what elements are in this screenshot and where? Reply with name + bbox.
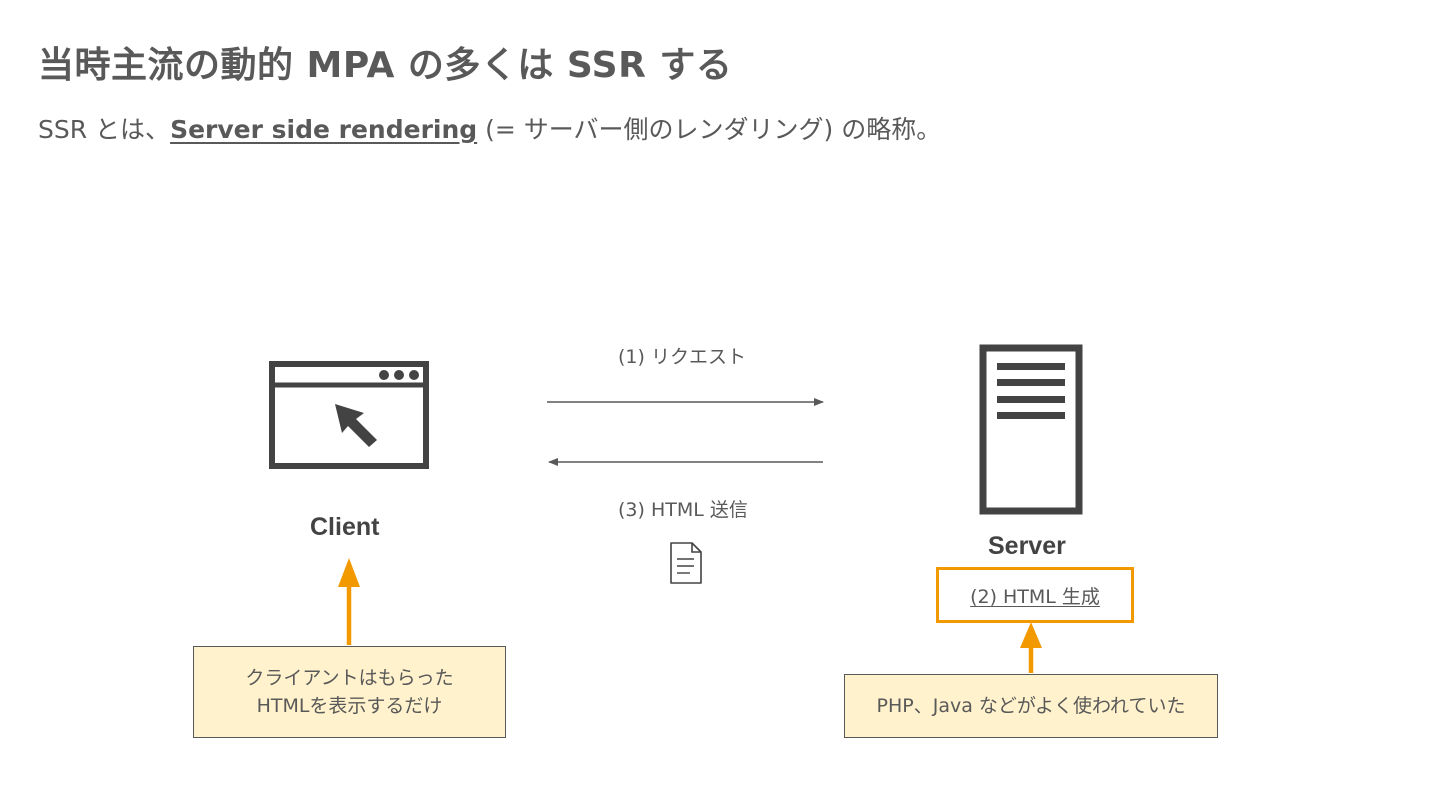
server-tower-icon	[979, 344, 1083, 515]
subtitle-suffix: (= サーバー側のレンダリング) の略称。	[477, 115, 942, 144]
server-note-text: PHP、Java などがよく使われていた	[876, 695, 1186, 717]
server-label: Server	[988, 532, 1066, 560]
document-icon	[670, 542, 702, 584]
html-generation-box: (2) HTML 生成	[936, 567, 1134, 623]
slide-title: 当時主流の動的 MPA の多くは SSR する	[38, 45, 733, 86]
html-generation-label: (2) HTML 生成	[970, 585, 1100, 608]
client-label: Client	[310, 513, 380, 541]
subtitle-prefix: SSR とは、	[38, 115, 171, 144]
server-note: PHP、Java などがよく使われていた	[844, 674, 1218, 738]
browser-window-icon	[269, 361, 429, 469]
client-note: クライアントはもらった HTMLを表示するだけ	[193, 646, 506, 738]
cursor-icon	[335, 404, 377, 447]
response-label: (3) HTML 送信	[618, 499, 748, 521]
client-note-line2: HTMLを表示するだけ	[256, 695, 443, 717]
server-note-arrow	[1020, 622, 1042, 673]
subtitle-term: Server side rendering	[170, 115, 478, 144]
client-note-line1: クライアントはもらった	[245, 667, 454, 689]
slide-subtitle: SSR とは、Server side rendering (= サーバー側のレン…	[38, 110, 941, 146]
client-note-arrow	[338, 558, 360, 645]
request-label: (1) リクエスト	[618, 346, 746, 368]
